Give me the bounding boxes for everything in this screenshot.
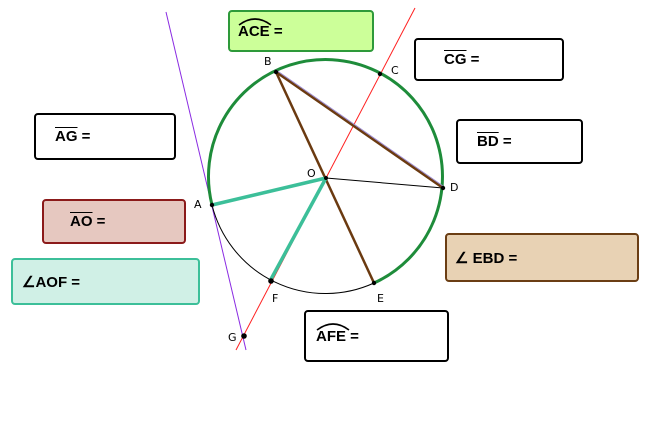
point-o-marker: [324, 176, 328, 180]
point-d-label: D: [450, 181, 458, 194]
point-a-marker: [209, 202, 215, 208]
point-a-label: A: [194, 198, 202, 211]
point-e-label: E: [377, 292, 384, 305]
segment-ag-input-box[interactable]: AG =: [34, 113, 176, 160]
arc-ace-suffix: =: [269, 22, 283, 40]
segment-bd-name: BD: [477, 133, 499, 150]
point-o-label: O: [307, 167, 316, 180]
arc-symbol: AFE: [316, 322, 350, 345]
point-g-label: G: [228, 331, 237, 344]
tangent-line: [165, 11, 247, 351]
chord-bd: [275, 70, 444, 190]
minor-arc-afe: [211, 204, 375, 294]
segment-bd-suffix: =: [498, 133, 512, 150]
arc-ace-name: ACE: [238, 22, 270, 40]
point-b-label: B: [264, 55, 272, 68]
angle-ebd-label: ∠ EBD =: [455, 249, 518, 267]
arc-afe-input-box[interactable]: AFE =: [304, 310, 449, 362]
segment-ao-input-box[interactable]: AO =: [42, 199, 186, 244]
segment-ag-name: AG: [55, 128, 78, 145]
point-f-label: F: [272, 292, 278, 305]
point-b-marker: [273, 69, 279, 75]
arc-afe-name: AFE: [316, 327, 346, 345]
point-c-marker: [377, 71, 383, 77]
arc-symbol: ACE: [238, 17, 272, 40]
arc-ace-input-box[interactable]: ACE =: [228, 10, 374, 52]
radius-of: [268, 177, 328, 282]
chord-bd-highlight: [275, 69, 444, 187]
arc-afe-suffix: =: [346, 327, 359, 345]
segment-ao-suffix: =: [92, 213, 106, 230]
angle-aof-label: ∠AOF =: [22, 273, 81, 291]
point-d-marker: [440, 185, 446, 191]
segment-ao-name: AO: [70, 213, 93, 230]
radius-oa: [211, 176, 327, 207]
segment-bd-input-box[interactable]: BD =: [456, 119, 583, 164]
segment-ag-suffix: =: [77, 128, 91, 145]
segment-cg-name: CG: [444, 51, 467, 68]
radius-od: [325, 177, 444, 189]
segment-cg-suffix: =: [466, 51, 480, 68]
point-c-label: C: [391, 64, 399, 77]
major-arc-abcde: [206, 58, 444, 285]
point-g-marker: [241, 333, 247, 339]
point-f-marker: [268, 278, 274, 284]
segment-cg-input-box[interactable]: CG =: [414, 38, 564, 81]
point-e-marker: [371, 280, 377, 286]
angle-ebd-input-box[interactable]: ∠ EBD =: [445, 233, 639, 282]
angle-aof-input-box[interactable]: ∠AOF =: [11, 258, 200, 305]
